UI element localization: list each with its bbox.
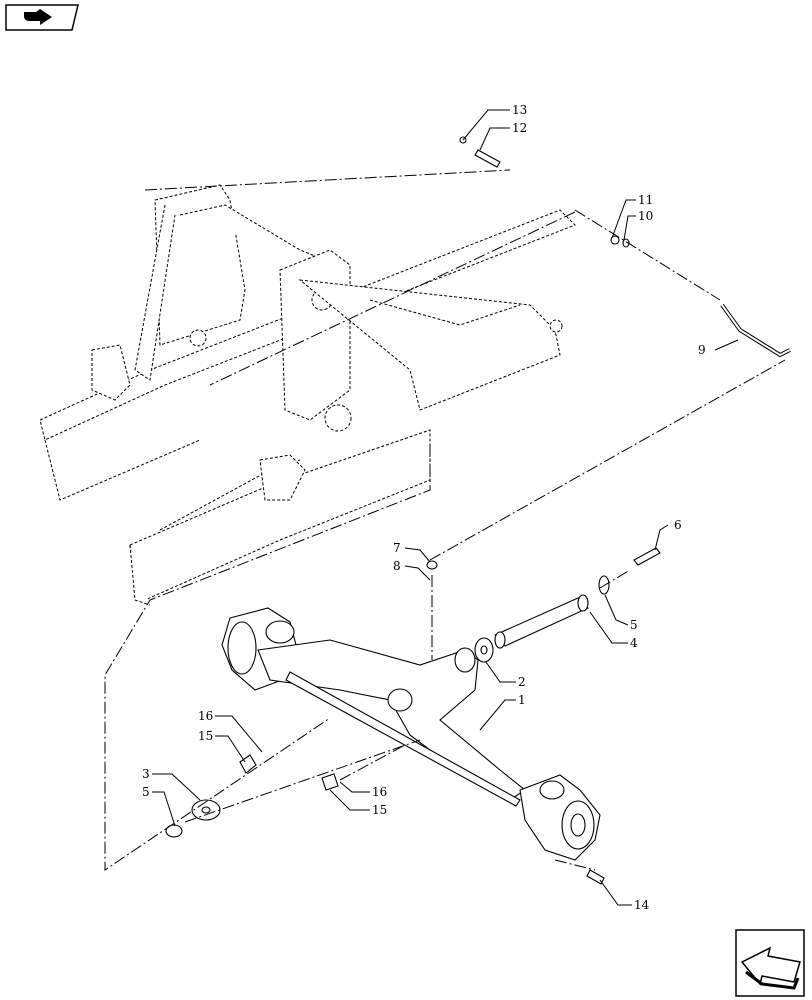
callout-labels: 13 12 11 10 9 6 7 8 5 4 2 1 16 15 3 5 16…: [142, 103, 706, 912]
callout-16-left[interactable]: 16: [198, 709, 213, 723]
callout-6[interactable]: 6: [674, 518, 682, 532]
callout-5-lower[interactable]: 5: [142, 785, 150, 799]
stud: [633, 547, 661, 566]
callout-12[interactable]: 12: [512, 121, 527, 135]
front-axle-assembly: [221, 607, 601, 861]
callout-4[interactable]: 4: [630, 636, 638, 650]
callout-10[interactable]: 10: [638, 209, 653, 223]
callout-11[interactable]: 11: [638, 193, 653, 207]
callout-15-left[interactable]: 15: [198, 729, 213, 743]
frame-bolt: [474, 149, 501, 168]
callout-14[interactable]: 14: [634, 898, 650, 912]
seal-washer: [610, 235, 620, 245]
callout-7[interactable]: 7: [393, 541, 401, 555]
callout-3[interactable]: 3: [142, 767, 150, 781]
elbow-fitting-right: [321, 773, 339, 791]
grease-fitting: [426, 560, 438, 570]
callout-9[interactable]: 9: [698, 343, 706, 357]
lubrication-pipe: [720, 303, 791, 358]
leader-lines: [152, 109, 739, 906]
arrow-next-icon[interactable]: [735, 929, 805, 997]
callout-15-right[interactable]: 15: [372, 803, 387, 817]
callout-8[interactable]: 8: [393, 559, 401, 573]
chassis-frame: [39, 184, 576, 606]
callout-2[interactable]: 2: [518, 675, 526, 689]
callout-13[interactable]: 13: [512, 103, 527, 117]
assembly-lines: [104, 169, 786, 871]
snap-ring: [598, 575, 610, 595]
callout-5-upper[interactable]: 5: [630, 618, 638, 632]
lower-washer-hole: [201, 806, 211, 814]
pipe-inner: [721, 304, 791, 357]
pivot-pin: [494, 594, 589, 649]
elbow-fitting-left: [239, 754, 257, 774]
callout-16-right[interactable]: 16: [372, 785, 387, 799]
lower-snap-ring: [165, 824, 183, 838]
thrust-washer-hole: [480, 645, 488, 655]
view-icon[interactable]: [5, 4, 79, 31]
callout-1[interactable]: 1: [518, 693, 526, 707]
